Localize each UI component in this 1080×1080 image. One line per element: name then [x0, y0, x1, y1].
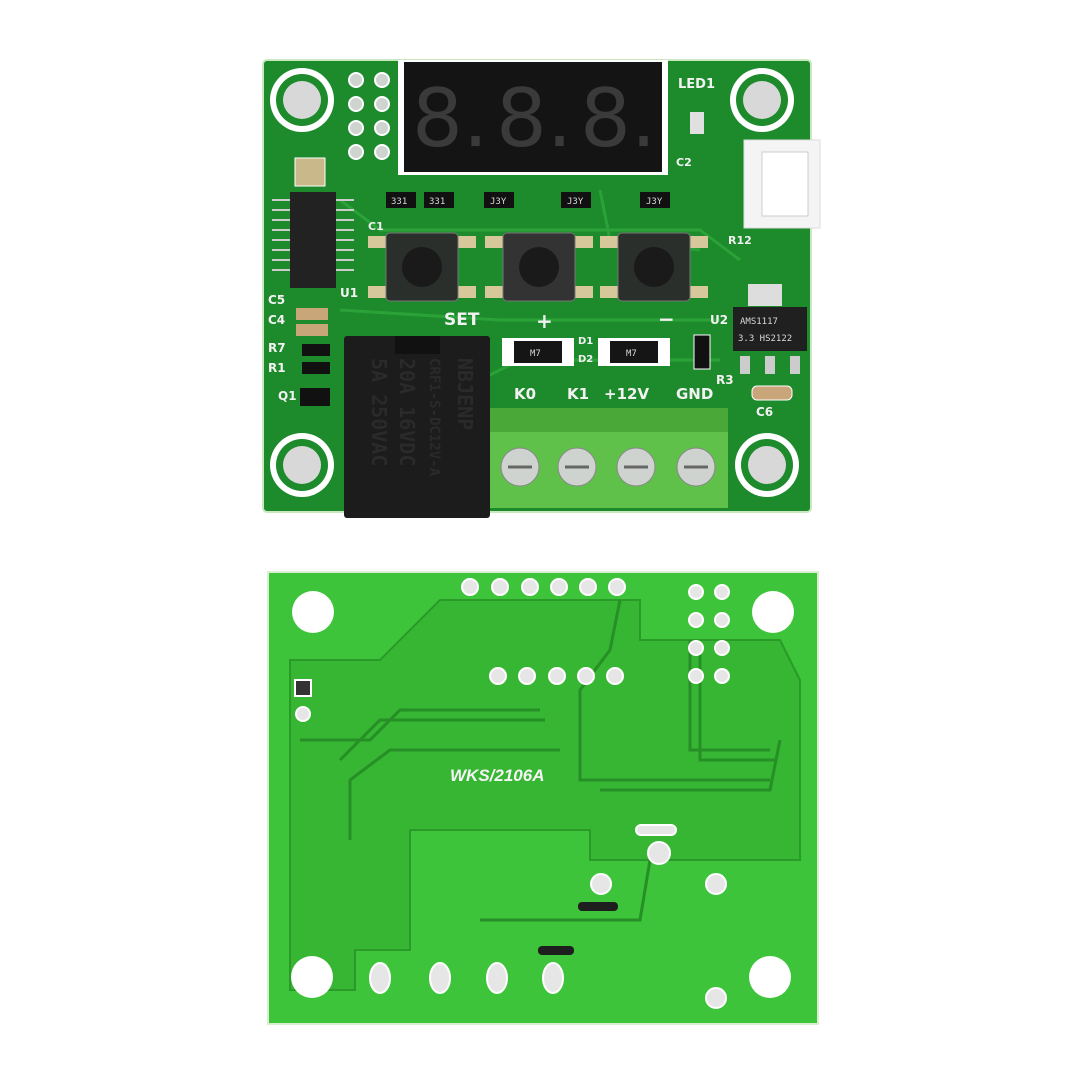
trace [300, 599, 782, 922]
relay-text: 5A 250VAC [367, 358, 391, 466]
transistor: J3Y [561, 192, 591, 208]
svg-text:AMS1117: AMS1117 [740, 317, 778, 327]
screw-terminal[interactable] [616, 447, 656, 487]
resistor-array: 331 [424, 192, 454, 208]
mounting-hole [291, 956, 333, 998]
label-d1: D1 [578, 336, 593, 347]
diode-d1: M7 [502, 338, 574, 366]
seven-segment-display: 8. 8. 8. [398, 60, 668, 175]
label-r1: R1 [268, 361, 286, 375]
label-c4: C4 [268, 313, 285, 327]
resistor-array: 331 [386, 192, 416, 208]
label-r3: R3 [716, 373, 734, 387]
relay: NBJENP CRF1-S-DC12V-A 20A 16VDC 5A 250VA… [344, 336, 490, 518]
display-digit: 8. [496, 72, 572, 165]
svg-text:331: 331 [429, 197, 445, 207]
label-d2: D2 [578, 354, 593, 365]
svg-text:J3Y: J3Y [567, 197, 584, 207]
display-digit: 8. [412, 72, 488, 165]
svg-text:J3Y: J3Y [490, 197, 507, 207]
mounting-hole [292, 591, 334, 633]
set-button[interactable] [368, 232, 476, 302]
label-c5: C5 [268, 293, 285, 307]
screw-terminal-block [490, 408, 728, 508]
model-label: WKS/2106A [450, 766, 544, 785]
set-label: SET [444, 310, 480, 330]
terminal-label-gnd: GND [676, 385, 713, 403]
label-u1: U1 [340, 286, 358, 300]
label-c6: C6 [756, 405, 773, 419]
voltage-regulator: AMS1117 3.3 HS2122 [733, 284, 807, 374]
diode-d2: M7 [598, 338, 670, 366]
relay-text: CRF1-S-DC12V-A [426, 358, 442, 477]
transistor: J3Y [640, 192, 670, 208]
screw-terminal[interactable] [500, 447, 540, 487]
crystal [294, 157, 326, 187]
front-pcb: 8. 8. 8. LED1 U1 331 331 J3Y J3Y J3Y C1 … [262, 59, 821, 518]
svg-text:J3Y: J3Y [646, 197, 663, 207]
terminal-label-12v: +12V [604, 385, 649, 403]
mounting-hole [730, 68, 794, 132]
screw-terminal[interactable] [557, 447, 597, 487]
relay-text: NBJENP [453, 358, 477, 430]
relay-text: 20A 16VDC [395, 358, 419, 466]
transistor: J3Y [484, 192, 514, 208]
display-digit: 8. [580, 72, 656, 165]
mounting-hole [270, 68, 334, 132]
svg-text:M7: M7 [626, 349, 637, 359]
svg-text:331: 331 [391, 197, 407, 207]
sensor-connector[interactable] [743, 139, 821, 229]
label-r12: R12 [728, 234, 752, 247]
screw-terminal[interactable] [676, 447, 716, 487]
mounting-hole [749, 956, 791, 998]
terminal-label-k0: K0 [514, 385, 536, 403]
mounting-hole [735, 433, 799, 497]
back-pcb: WKS/2106A [267, 571, 819, 1025]
minus-label: − [658, 307, 675, 331]
label-c1: C1 [368, 220, 384, 233]
mounting-hole [270, 433, 334, 497]
microcontroller-u1 [272, 192, 354, 288]
led-label: LED1 [678, 77, 715, 92]
svg-text:M7: M7 [530, 349, 541, 359]
label-r7: R7 [268, 341, 286, 355]
terminal-label-k1: K1 [567, 385, 589, 403]
minus-button[interactable] [600, 232, 708, 302]
led [690, 112, 704, 134]
pin-header [348, 72, 390, 160]
plus-label: + [536, 309, 553, 333]
solder-pads [294, 578, 730, 1009]
label-c2: C2 [676, 156, 692, 169]
mounting-hole [752, 591, 794, 633]
svg-text:3.3 HS2122: 3.3 HS2122 [738, 334, 792, 344]
plus-button[interactable] [485, 232, 593, 302]
label-q1: Q1 [278, 389, 297, 403]
label-u2: U2 [710, 313, 728, 327]
